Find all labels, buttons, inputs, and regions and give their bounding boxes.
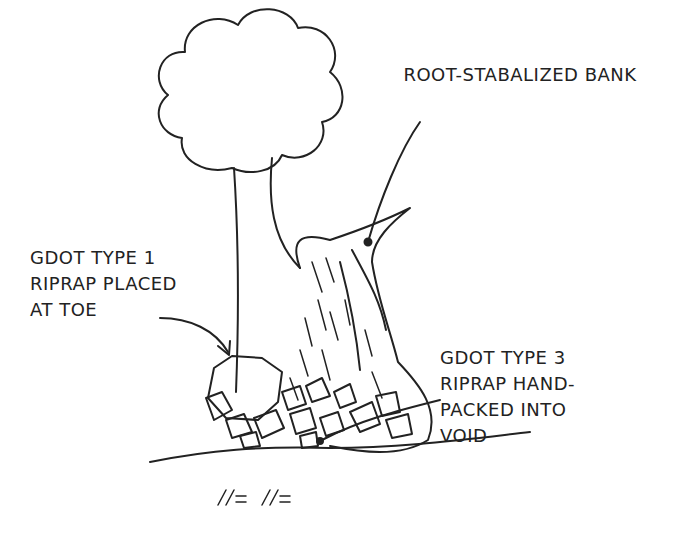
- callout-label: GDOT TYPE 3 RIPRAP HAND-PACKED INTO VOID: [440, 345, 615, 449]
- ground-hatch: [218, 490, 290, 505]
- callout-label: GDOT TYPE 1 RIPRAP PLACED AT TOE: [30, 245, 205, 323]
- arrow-head: [218, 341, 230, 355]
- root-line: [352, 250, 386, 330]
- bank-outline: [296, 208, 431, 452]
- tree-trunk: [234, 168, 238, 392]
- root-line: [340, 262, 360, 370]
- tree-canopy: [159, 9, 343, 172]
- leader-line: [368, 122, 420, 242]
- riprap-rocks: [206, 356, 412, 448]
- callout-label: ROOT-STABALIZED BANK: [400, 62, 640, 88]
- bank-hatch: [290, 258, 382, 400]
- leader-dot: [317, 438, 323, 444]
- leader-line: [322, 400, 440, 440]
